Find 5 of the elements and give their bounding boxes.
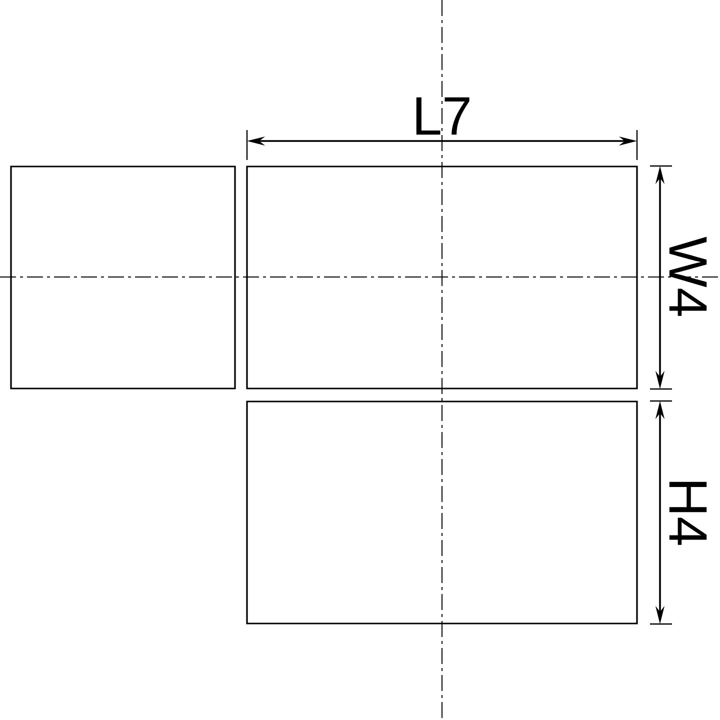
dimension-label: H4 [669, 482, 707, 545]
block-outline [246, 400, 638, 624]
dimension-label: W4 [669, 236, 707, 316]
block-outline [246, 166, 638, 390]
block-outline [10, 166, 236, 390]
